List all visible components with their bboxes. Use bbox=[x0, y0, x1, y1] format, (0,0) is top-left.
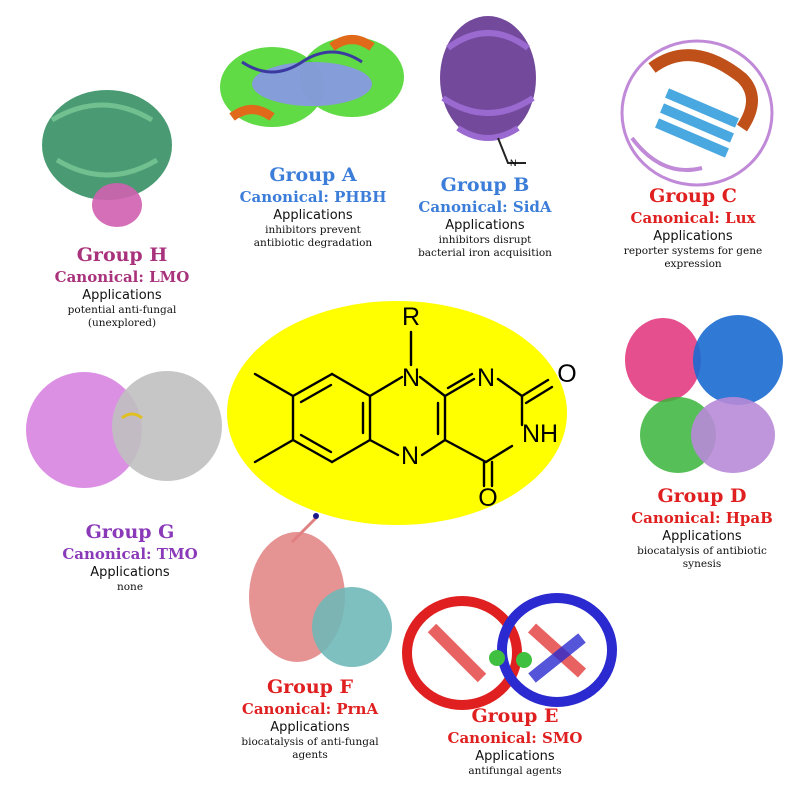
group-g: Group G Canonical: TMO Applications none bbox=[50, 520, 210, 594]
group-e-desc1: antifungal agents bbox=[468, 765, 562, 777]
group-d-applications: Applications bbox=[662, 529, 742, 544]
group-a-desc2: antibiotic degradation bbox=[253, 237, 373, 249]
group-g-desc1: none bbox=[116, 581, 144, 593]
group-b: Group B Canonical: SidA Applications inh… bbox=[396, 173, 574, 260]
protein-structure-d bbox=[625, 315, 783, 473]
group-a-canonical: Canonical: PHBH bbox=[239, 188, 387, 206]
protein-structure-f bbox=[249, 513, 392, 667]
group-a: Group A Canonical: PHBH Applications inh… bbox=[228, 163, 398, 250]
group-h: Group H Canonical: LMO Applications pote… bbox=[42, 243, 202, 330]
group-c-applications: Applications bbox=[653, 229, 733, 244]
protein-structure-b: N bbox=[440, 16, 536, 168]
group-a-applications: Applications bbox=[273, 208, 353, 223]
group-d-desc2: synesis bbox=[682, 558, 722, 570]
protein-structure-h bbox=[42, 90, 172, 227]
group-c: Group C Canonical: Lux Applications repo… bbox=[598, 184, 788, 271]
yellow-ellipse bbox=[227, 301, 567, 525]
group-f-canonical: Canonical: PrnA bbox=[241, 700, 379, 718]
group-f-desc1: biocatalysis of anti-fungal bbox=[241, 736, 379, 748]
group-h-applications: Applications bbox=[82, 288, 162, 303]
atom-n2: N bbox=[477, 364, 495, 392]
group-h-canonical: Canonical: LMO bbox=[54, 268, 190, 286]
group-b-desc1: inhibitors disrupt bbox=[438, 234, 532, 246]
group-h-desc2: (unexplored) bbox=[87, 317, 157, 329]
protein-structure-c bbox=[620, 39, 774, 187]
group-e: Group E Canonical: SMO Applications anti… bbox=[420, 704, 610, 778]
group-g-title: Group G bbox=[85, 521, 175, 543]
atom-n1: N bbox=[402, 364, 420, 392]
group-g-applications: Applications bbox=[90, 565, 170, 580]
group-b-applications: Applications bbox=[445, 218, 525, 233]
protein-structure-e bbox=[402, 593, 617, 710]
atom-nh: NH bbox=[522, 420, 558, 448]
group-b-desc2: bacterial iron acquisition bbox=[418, 247, 552, 259]
protein-structure-a bbox=[220, 35, 404, 127]
group-d-canonical: Canonical: HpaB bbox=[631, 509, 773, 527]
group-d-title: Group D bbox=[657, 485, 747, 507]
group-a-title: Group A bbox=[269, 164, 357, 186]
group-f-applications: Applications bbox=[270, 720, 350, 735]
group-c-title: Group C bbox=[649, 185, 737, 207]
group-g-canonical: Canonical: TMO bbox=[62, 545, 198, 563]
svg-text:N: N bbox=[510, 158, 517, 168]
group-f-desc2: agents bbox=[292, 749, 328, 761]
group-b-title: Group B bbox=[440, 174, 530, 196]
group-a-desc1: inhibitors prevent bbox=[265, 224, 361, 236]
group-c-canonical: Canonical: Lux bbox=[630, 209, 756, 227]
atom-o1: O bbox=[557, 360, 576, 388]
atom-r: R bbox=[402, 303, 420, 331]
group-f: Group F Canonical: PrnA Applications bio… bbox=[220, 675, 400, 762]
group-c-desc2: expression bbox=[664, 258, 722, 270]
group-c-desc1: reporter systems for gene bbox=[623, 245, 763, 257]
group-h-desc1: potential anti-fungal bbox=[67, 304, 177, 316]
group-e-canonical: Canonical: SMO bbox=[447, 729, 583, 747]
group-d: Group D Canonical: HpaB Applications bio… bbox=[612, 484, 792, 571]
atom-o2: O bbox=[478, 484, 497, 512]
group-b-canonical: Canonical: SidA bbox=[418, 198, 552, 216]
group-e-title: Group E bbox=[471, 705, 559, 727]
group-h-title: Group H bbox=[76, 244, 168, 266]
group-e-applications: Applications bbox=[475, 749, 555, 764]
protein-structure-g bbox=[26, 371, 222, 488]
group-f-title: Group F bbox=[266, 676, 354, 698]
group-d-desc1: biocatalysis of antibiotic bbox=[637, 545, 767, 557]
atom-n3: N bbox=[401, 442, 419, 470]
